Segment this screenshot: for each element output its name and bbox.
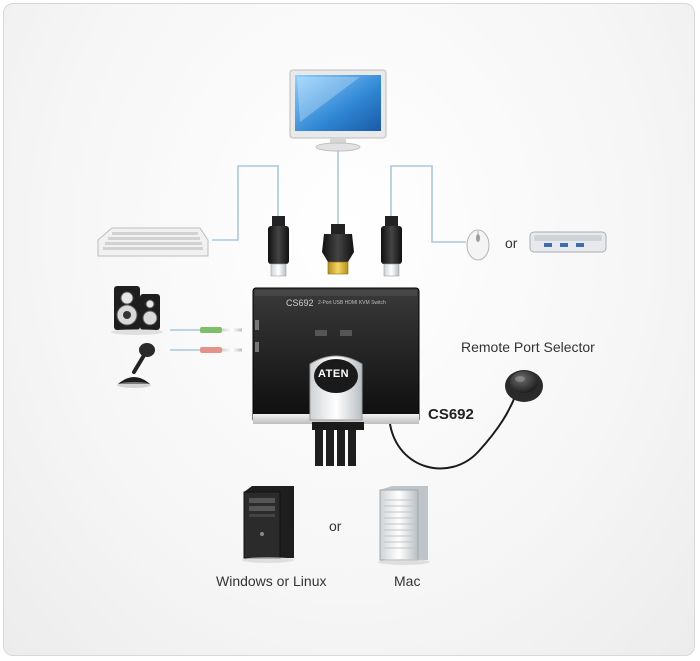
model-label: CS692: [428, 406, 474, 423]
or-label-peripheral: or: [505, 235, 518, 251]
monitor-icon: [289, 69, 387, 152]
windows-linux-label: Windows or Linux: [216, 573, 327, 589]
device-brand-logo: ATEN: [318, 368, 350, 380]
remote-port-selector-icon: [505, 370, 543, 402]
keyboard-icon: [97, 227, 209, 257]
or-label-computer: or: [329, 518, 342, 534]
pc-tower-icon: [242, 486, 294, 563]
usb-connector-icon: [268, 216, 289, 277]
microphone-icon: [117, 343, 155, 388]
cables: [212, 150, 466, 243]
remote-cable: [389, 393, 517, 470]
mouse-icon: [466, 229, 490, 261]
audio-cables: [170, 327, 242, 353]
hdmi-connector-icon: [322, 224, 354, 275]
mac-pro-icon: [378, 486, 430, 565]
mac-label: Mac: [394, 573, 421, 589]
speakers-icon: [111, 286, 163, 335]
device-subtitle-print: 2-Port USB HDMI KVM Switch: [318, 300, 386, 306]
usb-hub-icon: [529, 231, 607, 253]
remote-port-selector-label: Remote Port Selector: [461, 339, 595, 355]
usb-connector-icon: [381, 216, 402, 277]
keyboard-cable: [212, 165, 279, 241]
mouse-cable: [390, 165, 466, 243]
device-model-print: CS692: [286, 298, 314, 308]
kvm-switch-icon: [252, 287, 420, 466]
